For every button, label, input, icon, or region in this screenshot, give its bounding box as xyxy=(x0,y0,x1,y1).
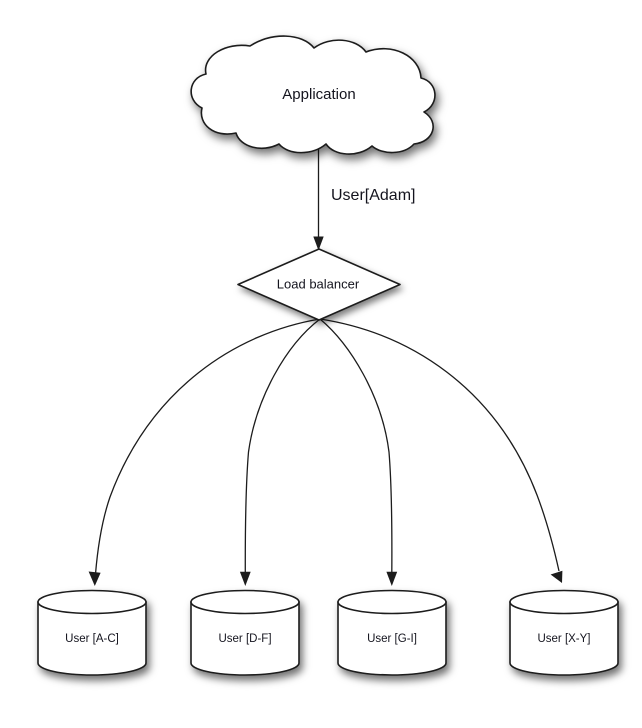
edge-label-user-adam: User[Adam] xyxy=(331,187,415,204)
database-label: User [G-I] xyxy=(367,633,417,645)
edge-load-balancer-to-db-0 xyxy=(88,318,321,586)
edge-curve xyxy=(94,318,321,575)
arrow-head-icon xyxy=(550,570,563,583)
arrow-head-icon xyxy=(88,571,101,586)
node-database-2[interactable]: User [G-I] xyxy=(337,589,447,676)
node-load-balancer[interactable]: Load balancer xyxy=(237,248,401,321)
database-cylinder-icon xyxy=(509,589,619,676)
arrow-head-icon xyxy=(239,571,251,586)
node-database-0[interactable]: User [A-C] xyxy=(37,589,147,676)
edge-curve xyxy=(319,318,393,575)
diamond-shape-icon xyxy=(237,248,401,321)
load-balancer-label: Load balancer xyxy=(277,276,360,291)
database-cylinder-icon xyxy=(190,589,300,676)
arrow-head-icon xyxy=(386,571,398,586)
node-database-1[interactable]: User [D-F] xyxy=(190,589,300,676)
database-label: User [D-F] xyxy=(218,633,271,645)
application-label: Application xyxy=(282,86,355,103)
node-database-3[interactable]: User [X-Y] xyxy=(509,589,619,676)
cloud-shape-icon xyxy=(190,35,436,155)
node-application[interactable]: Application xyxy=(190,35,436,155)
database-cylinder-icon xyxy=(337,589,447,676)
edge-curve xyxy=(319,318,560,572)
edge-layer xyxy=(88,149,563,586)
edge-application-to-load-balancer xyxy=(313,149,324,251)
edge-curve xyxy=(244,318,321,575)
edge-load-balancer-to-db-1 xyxy=(239,318,321,586)
database-label: User [A-C] xyxy=(65,633,119,645)
database-cylinder-icon xyxy=(37,589,147,676)
database-label: User [X-Y] xyxy=(537,633,590,645)
edge-load-balancer-to-db-2 xyxy=(319,318,398,586)
edge-load-balancer-to-db-3 xyxy=(319,318,563,583)
arrow-head-icon xyxy=(313,236,324,251)
